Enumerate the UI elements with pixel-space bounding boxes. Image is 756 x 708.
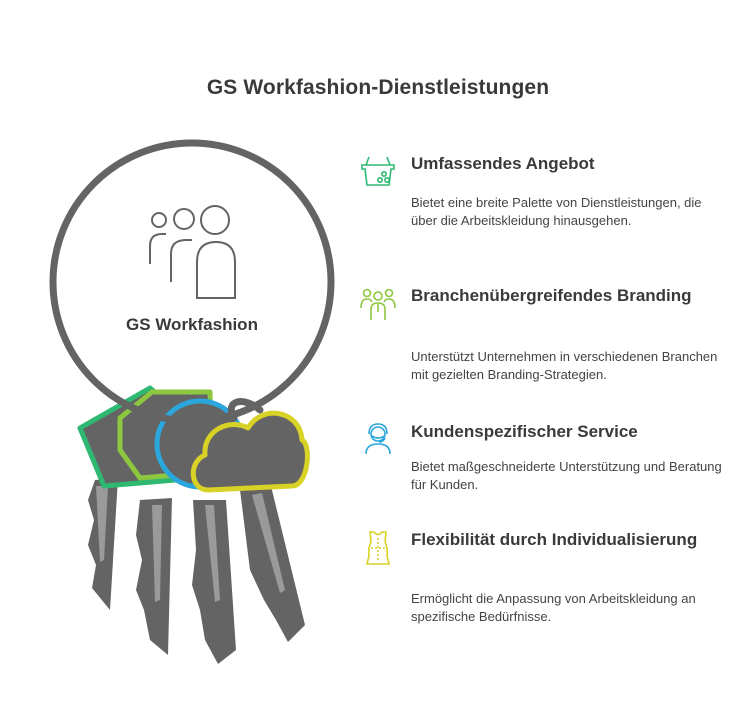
feature-description: Unterstützt Unternehmen in verschiedenen…: [411, 349, 718, 382]
feature-title: Flexibilität durch Individualisierung: [411, 530, 698, 549]
feature-title: Kundenspezifischer Service: [411, 422, 638, 441]
feature-title: Branchenübergreifendes Branding: [411, 286, 692, 305]
shopping-basket-icon: [361, 156, 395, 186]
page-title: GS Workfashion-Dienstleistungen: [206, 76, 550, 99]
people-group-icon: [360, 288, 396, 320]
feature-description: Bietet maßgeschneiderte Unterstützung un…: [411, 459, 722, 492]
feature-description: Bietet eine breite Palette von Dienstlei…: [411, 195, 702, 228]
key-2: [136, 498, 172, 655]
people-icon: [149, 205, 236, 299]
tailored-garment-icon: [365, 531, 391, 565]
feature-title: Umfassendes Angebot: [411, 154, 595, 173]
key-1: [88, 478, 118, 610]
key-3: [192, 500, 236, 664]
key-head-yellow: [190, 410, 310, 493]
customer-service-agent-icon: [365, 423, 391, 455]
center-label: GS Workfashion: [126, 315, 258, 334]
feature-description: Ermöglicht die Anpassung von Arbeitsklei…: [411, 591, 696, 624]
ring: [49, 139, 335, 425]
key-4: [240, 482, 305, 642]
